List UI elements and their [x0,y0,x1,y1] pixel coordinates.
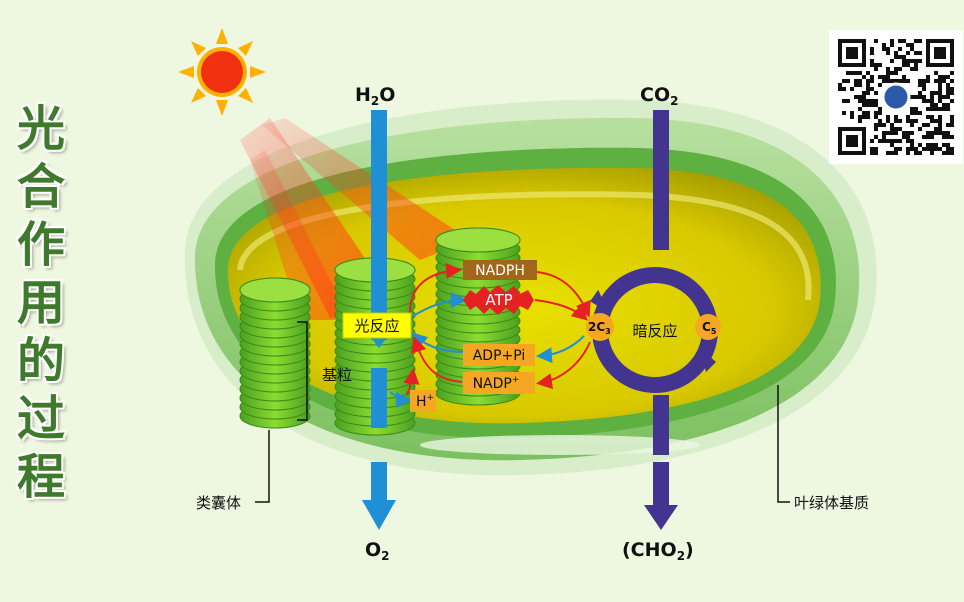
qr-code [829,30,963,164]
grana-label: 基粒 [322,366,352,384]
atp-label: ATP [485,291,512,309]
nadph-label: NADPH [475,263,525,279]
thylakoid-disc-top [239,277,311,303]
thylakoid-disc-top [435,227,521,253]
c3-label: 2C3 [588,320,611,336]
water-label: H2O [355,84,395,108]
bracket-lines [255,321,790,503]
adp-pi-label: ADP+Pi [473,348,526,364]
reaction-arrows [389,262,591,408]
c5-label: C5 [702,320,717,336]
title-char: 程 [16,449,65,505]
title-char: 合 [16,159,65,215]
co2-arrow [644,110,678,530]
title-char: 的 [16,333,65,389]
oxygen-label: O2 [365,539,390,563]
dark-reaction-label: 暗反应 [632,322,677,340]
co2-label: CO2 [640,84,678,108]
thylakoid-label: 类囊体 [196,494,241,512]
title-char: 用 [16,275,65,331]
nadp-label: NADP+ [473,375,520,392]
light-reaction-label: 光反应 [354,317,399,335]
label-boxes [342,260,721,412]
title-char: 光 [16,101,65,157]
title-char: 过 [16,391,65,447]
qr-code-icon [838,39,954,155]
title-char: 作 [16,217,65,273]
h-plus-label: H+ [416,393,434,410]
sun-icon [178,28,266,116]
stroma-label: 叶绿体基质 [794,494,869,512]
carbohydrate-label: (CHO2) [622,539,694,563]
vertical-title: 光 合 作 用 的 过 程 [10,100,72,506]
